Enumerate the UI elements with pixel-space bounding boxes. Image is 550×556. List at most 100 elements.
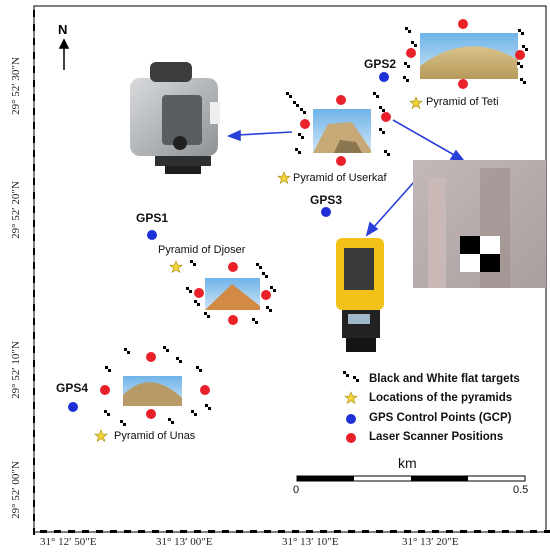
arrows	[226, 119, 465, 237]
scale-unit: km	[398, 455, 417, 471]
pyramid-stars	[94, 96, 423, 443]
frame-tick	[194, 530, 201, 533]
frame-tick	[33, 52, 35, 59]
gps-label: GPS3	[310, 193, 343, 207]
frame-tick	[33, 220, 35, 227]
lon-tick: 31° 12′ 50″E	[40, 536, 97, 548]
frame-tick	[33, 430, 35, 437]
frame-tick	[376, 530, 383, 533]
north-label: N	[58, 22, 68, 37]
frame-tick	[250, 530, 257, 533]
frame-tick	[33, 318, 35, 325]
frame-tick	[138, 530, 145, 533]
frame-tick	[54, 530, 61, 533]
lon-tick: 31° 13′ 20″E	[402, 536, 459, 548]
frame-tick	[152, 530, 159, 533]
frame-tick	[33, 10, 35, 17]
frame-tick	[418, 530, 425, 533]
frame-tick	[33, 332, 35, 339]
frame-tick	[33, 108, 35, 115]
frame-tick	[33, 234, 35, 241]
frame-tick	[222, 530, 229, 533]
legend-item: Locations of the pyramids	[369, 392, 513, 404]
pyramid-label: Pyramid of Djoser	[158, 244, 246, 256]
lat-tick: 29° 52′ 20″N	[10, 181, 22, 239]
frame-tick	[33, 528, 35, 535]
unas-image	[123, 376, 182, 406]
frame-tick	[33, 80, 35, 87]
legend-item: Black and White flat targets	[369, 373, 520, 385]
frame-tick	[33, 66, 35, 73]
frame-tick	[33, 38, 35, 45]
frame-tick	[33, 178, 35, 185]
frame-tick	[33, 164, 35, 171]
frame-tick	[33, 388, 35, 395]
frame-tick	[474, 530, 481, 533]
frame-tick	[530, 530, 537, 533]
frame-tick	[362, 530, 369, 533]
frame-tick	[502, 530, 509, 533]
total-station-image	[336, 238, 384, 352]
frame-tick	[180, 530, 187, 533]
frame-tick	[33, 374, 35, 381]
lat-tick: 29° 52′ 30″N	[10, 57, 22, 115]
laser-scanner-image	[130, 62, 220, 174]
frame-tick	[404, 530, 411, 533]
frame-tick	[33, 262, 35, 269]
legend-item: GPS Control Points (GCP)	[369, 412, 512, 424]
frame-tick	[446, 530, 453, 533]
frame-tick	[33, 416, 35, 423]
gps-label: GPS4	[56, 381, 89, 395]
lat-tick: 29° 52′ 10″N	[10, 341, 22, 399]
frame-tick	[488, 530, 495, 533]
scanner-positions	[100, 19, 525, 443]
pyramid-label: Pyramid of Teti	[426, 96, 499, 108]
frame-tick	[33, 206, 35, 213]
frame-tick	[306, 530, 313, 533]
frame-tick	[33, 24, 35, 31]
teti-image	[420, 33, 518, 79]
scale-start: 0	[293, 484, 300, 496]
scale-end: 0.5	[513, 484, 529, 496]
lon-tick: 31° 13′ 10″E	[282, 536, 339, 548]
lat-tick: 29° 52′ 00″N	[10, 461, 22, 519]
frame-tick	[33, 304, 35, 311]
frame-tick	[33, 444, 35, 451]
frame-tick	[33, 402, 35, 409]
frame-tick-marks	[33, 10, 550, 535]
frame-tick	[278, 530, 285, 533]
frame-tick	[33, 276, 35, 283]
frame-tick	[33, 94, 35, 101]
gps-label: GPS2	[364, 57, 397, 71]
north-arrow	[58, 38, 70, 70]
frame-tick	[33, 346, 35, 353]
frame-tick	[40, 530, 47, 533]
legend-checker-icon	[343, 371, 359, 382]
gps-label: GPS1	[136, 211, 169, 225]
frame-tick	[334, 530, 341, 533]
frame-tick	[33, 458, 35, 465]
frame-tick	[33, 136, 35, 143]
frame-tick	[124, 530, 131, 533]
frame-tick	[166, 530, 173, 533]
frame-tick	[208, 530, 215, 533]
frame-tick	[432, 530, 439, 533]
legend-item: Laser Scanner Positions	[369, 431, 504, 443]
frame-tick	[82, 530, 89, 533]
frame-tick	[96, 530, 103, 533]
frame-tick	[33, 486, 35, 493]
frame-tick	[33, 514, 35, 521]
frame-tick	[390, 530, 397, 533]
scale-bar	[296, 475, 526, 482]
frame-tick	[33, 122, 35, 129]
frame-tick	[544, 530, 550, 533]
frame-tick	[516, 530, 523, 533]
frame-tick	[33, 248, 35, 255]
pyramid-label: Pyramid of Unas	[114, 430, 196, 442]
frame-tick	[68, 530, 75, 533]
frame-tick	[33, 150, 35, 157]
frame-tick	[33, 472, 35, 479]
frame-tick	[460, 530, 467, 533]
djoser-image	[205, 278, 260, 310]
